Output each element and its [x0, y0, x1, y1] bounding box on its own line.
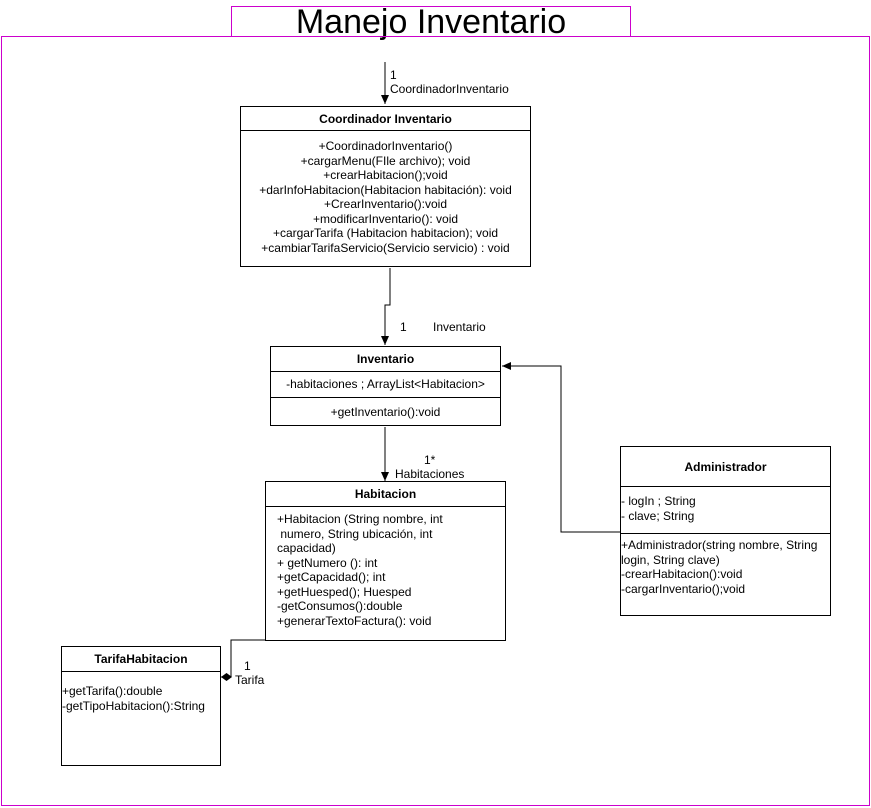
method: login, String clave)	[621, 552, 720, 567]
diagram-frame	[1, 36, 870, 806]
methods-section: +Administrador(string nombre, String log…	[621, 533, 830, 596]
class-habitacion: Habitacion +Habitacion (String nombre, i…	[265, 481, 506, 641]
method: +generarTextoFactura(): void	[277, 613, 432, 628]
diagram-title: Manejo Inventario	[295, 3, 567, 41]
method: + getNumero (): int	[277, 555, 378, 570]
method: -cargarInventario();void	[621, 581, 746, 596]
methods-section: +Habitacion (String nombre, int numero, …	[266, 507, 505, 628]
role-coordinador: CoordinadorInventario	[390, 82, 509, 96]
attribute: - logIn ; String	[621, 494, 696, 508]
attributes-section: -habitaciones ; ArrayList<Habitacion>	[271, 372, 500, 397]
method: -getTipoHabitacion():String	[62, 698, 205, 713]
methods-section: +getInventario():void	[271, 397, 500, 420]
class-name: Administrador	[621, 447, 830, 487]
class-tarifa-habitacion: TarifaHabitacion +getTarifa():double -ge…	[61, 646, 221, 766]
multiplicity-coordinador: 1	[390, 68, 397, 82]
role-inventario: Inventario	[433, 320, 486, 334]
attribute: - clave; String	[621, 508, 695, 523]
class-administrador: Administrador - logIn ; String - clave; …	[620, 446, 831, 616]
association-administrador-inventario	[502, 362, 620, 533]
class-name: Habitacion	[266, 482, 505, 507]
class-inventario: Inventario -habitaciones ; ArrayList<Hab…	[270, 346, 501, 426]
attributes-section: - logIn ; String - clave; String	[621, 487, 830, 533]
method: +modificarInventario(): void	[312, 211, 459, 226]
method: +getHuesped(); Huesped	[277, 584, 412, 599]
class-name: Coordinador Inventario	[241, 107, 530, 131]
method: +cargarMenu(FIle archivo); void	[300, 153, 471, 168]
multiplicity-tarifa: 1	[244, 659, 251, 673]
multiplicity-habitaciones: 1*	[424, 453, 436, 467]
method: +crearHabitacion();void	[323, 168, 448, 182]
method: +CrearInventario():void	[323, 197, 448, 211]
method: +CoordinadorInventario()	[318, 139, 453, 153]
multiplicity-inventario: 1	[400, 320, 407, 334]
method: numero, String ubicación, int	[277, 526, 433, 541]
composition-habitacion-tarifa	[221, 639, 278, 681]
association-coordinador-inventario	[381, 268, 391, 345]
method: +Administrador(string nombre, String	[621, 538, 818, 552]
role-tarifa: Tarifa	[235, 673, 265, 687]
method: -crearHabitacion():void	[621, 567, 743, 581]
method: +darInfoHabitacion(Habitacion habitación…	[259, 182, 512, 197]
methods-section: +getTarifa():double -getTipoHabitacion()…	[62, 672, 220, 713]
class-name: Inventario	[271, 347, 500, 372]
attribute: -habitaciones ; ArrayList<Habitacion>	[286, 377, 485, 391]
method: capacidad)	[277, 541, 336, 555]
method: +cargarTarifa (Habitacion habitacion); v…	[272, 226, 499, 240]
method: +getInventario():void	[330, 405, 441, 419]
methods-section: +CoordinadorInventario() +cargarMenu(FIl…	[241, 131, 530, 255]
class-name: TarifaHabitacion	[62, 647, 220, 672]
class-coordinador-inventario: Coordinador Inventario +CoordinadorInven…	[240, 106, 531, 267]
method: -getConsumos():double	[277, 599, 403, 613]
role-habitaciones: Habitaciones	[395, 467, 465, 481]
method: +getTarifa():double	[62, 684, 163, 698]
method: +getCapacidad(); int	[277, 570, 386, 584]
method: +cambiarTarifaServicio(Servicio servicio…	[261, 240, 510, 255]
method: +Habitacion (String nombre, int	[277, 512, 443, 526]
